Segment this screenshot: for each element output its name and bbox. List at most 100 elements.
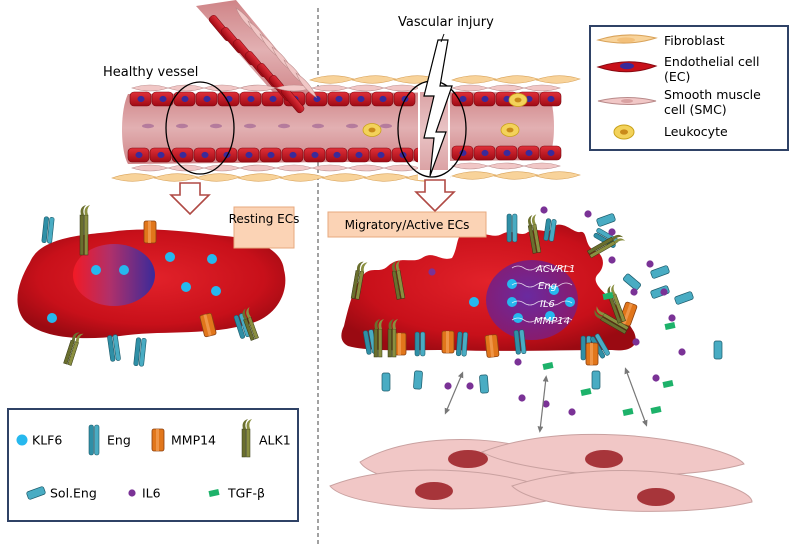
healthy-vessel-highlight — [165, 81, 235, 175]
leukocyte-icon — [613, 124, 635, 140]
sol-eng-molecule — [591, 370, 601, 390]
il6-molecule — [584, 210, 592, 218]
smc-nucleus — [415, 482, 453, 500]
klf6-molecule — [469, 297, 479, 307]
gene-eng: Eng — [538, 281, 557, 292]
klf6-molecule — [119, 265, 129, 275]
mmp14-molecule — [151, 428, 165, 452]
sol-eng-molecule — [623, 273, 641, 291]
gene-acvrl1: ACVRL1 — [535, 264, 576, 275]
il6-icon — [128, 489, 136, 497]
alk1-molecule — [242, 307, 259, 341]
mmp14-molecule — [199, 312, 217, 338]
sol-eng-molecule — [26, 486, 46, 500]
smooth-muscle-cells — [329, 433, 753, 512]
alk1-molecule — [350, 261, 368, 300]
eng-molecule — [133, 337, 147, 367]
vascular-injury-icon — [423, 39, 453, 177]
leukocyte-label: Leukocyte — [664, 124, 728, 139]
fibroblast-label: Fibroblast — [664, 33, 725, 48]
tgf-beta-molecule — [208, 489, 220, 497]
il6-molecule — [652, 374, 660, 382]
endothelial-cell-icon — [596, 61, 658, 73]
sol-eng-molecule — [596, 213, 616, 227]
sol-eng-molecule — [713, 340, 723, 360]
molecule-legend-box — [7, 408, 299, 522]
blood-vessel — [111, 0, 581, 182]
alk1-molecule — [63, 332, 84, 366]
tgf-beta-molecule — [664, 322, 676, 330]
eng-molecule — [107, 334, 121, 362]
eng-molecule — [456, 331, 468, 357]
alk1-molecule — [391, 260, 406, 300]
mmp14-legend-label: MMP14 — [171, 433, 216, 448]
klf6-molecule — [507, 279, 517, 289]
sol-eng-molecule — [674, 291, 694, 305]
tgf-beta-molecule — [602, 292, 614, 300]
tgf-beta-molecule — [580, 388, 592, 396]
healthy-vessel-label: Healthy vessel — [103, 65, 198, 80]
gene-il6: IL6 — [540, 299, 555, 310]
migratory-ecs-callout: Migratory/Active ECs — [327, 211, 487, 238]
alk1-molecule — [586, 234, 626, 259]
klf6-molecule — [47, 313, 57, 323]
alk1-legend-label: ALK1 — [259, 433, 291, 448]
tgf-beta-legend-label: TGF-β — [227, 486, 265, 501]
alk1-molecule — [373, 319, 384, 358]
resting-nucleus — [73, 244, 155, 306]
klf6-molecule — [16, 434, 28, 446]
klf6-molecule — [207, 254, 217, 264]
il6-molecule — [128, 489, 136, 497]
resting-endothelial-cell — [17, 229, 286, 339]
il6-molecule — [660, 288, 668, 296]
tgf-beta-molecule — [662, 380, 674, 388]
eng-molecule — [513, 329, 527, 355]
klf6-legend-label: KLF6 — [32, 433, 62, 448]
il6-molecule — [466, 382, 474, 390]
il6-molecule — [514, 358, 522, 366]
alk1-icon — [241, 419, 252, 458]
smc-nucleus — [637, 488, 675, 506]
eng-molecule — [414, 331, 426, 357]
il6-legend-label: IL6 — [142, 486, 161, 501]
fibroblast-icon — [596, 34, 658, 44]
vascular-injury-label: Vascular injury — [398, 15, 494, 30]
resting-cell-markers — [41, 205, 259, 367]
tgf-beta-molecule — [650, 406, 662, 414]
sol-eng-icon — [26, 486, 46, 500]
smc-nucleus — [585, 450, 623, 468]
active-endothelial-cell — [341, 224, 636, 351]
alk1-molecule — [594, 306, 630, 335]
resting-ecs-label: Resting ECs — [229, 212, 300, 226]
klf6-icon — [16, 434, 28, 446]
il6-molecule — [608, 256, 616, 264]
il6-molecule — [668, 314, 676, 322]
endothelial-cell-label: Endothelial cell (EC) — [664, 54, 763, 84]
mmp14-molecule — [143, 220, 157, 244]
il6-molecule — [632, 338, 640, 346]
alk1-molecule — [79, 205, 90, 256]
mmp14-icon — [151, 428, 165, 452]
il6-molecule — [568, 408, 576, 416]
sol-eng-molecule — [650, 265, 670, 279]
eng-molecule — [88, 424, 100, 456]
migratory-ecs-label: Migratory/Active ECs — [345, 218, 470, 232]
interaction-arrows — [444, 367, 648, 433]
klf6-molecule — [91, 265, 101, 275]
il6-molecule — [444, 382, 452, 390]
klf6-molecule — [211, 286, 221, 296]
il6-molecule — [518, 394, 526, 402]
klf6-molecule — [549, 285, 559, 295]
tgf-beta-icon — [208, 489, 220, 497]
klf6-molecule — [181, 282, 191, 292]
eng-legend-label: Eng — [107, 433, 131, 448]
eng-icon — [88, 424, 100, 456]
il6-molecule — [608, 228, 616, 236]
il6-molecule — [540, 206, 548, 214]
sol-eng-molecule — [381, 372, 391, 392]
smooth-muscle-cell-icon — [597, 97, 657, 105]
mmp14-molecule — [585, 342, 599, 366]
down-arrow-healthy — [169, 182, 211, 216]
mmp14-molecule — [484, 334, 500, 358]
